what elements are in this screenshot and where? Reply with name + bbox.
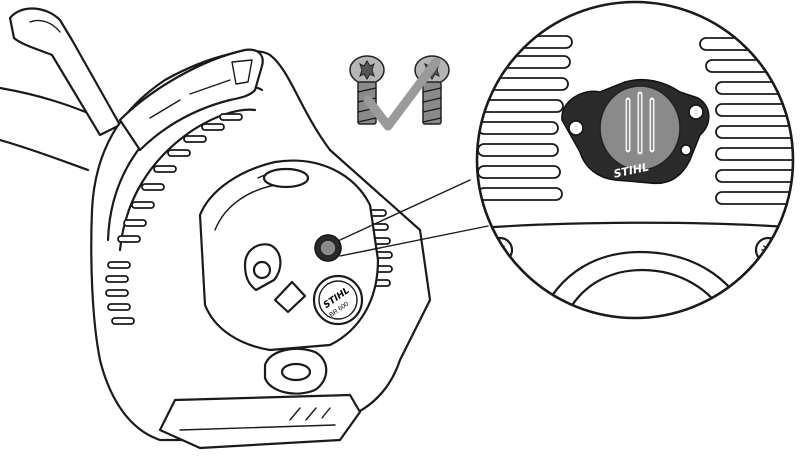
detail-leader-line [339, 179, 489, 257]
housing-badge: STIHL BR 600 [312, 274, 364, 326]
handle-grip [8, 7, 122, 137]
engine-cover [198, 159, 380, 352]
base-frame [158, 393, 362, 450]
checkmark-icon [363, 57, 441, 131]
blower-body: STIHL BR 600 [0, 7, 432, 450]
detail-fins-left [477, 35, 573, 201]
carry-handle [118, 48, 264, 152]
detail-magnifier: STIHL [475, 0, 795, 320]
detail-fins-right [699, 37, 793, 205]
fuel-cap-detail: STIHL [561, 78, 710, 185]
tank-cap-small [314, 234, 342, 262]
housing-vents [105, 113, 393, 325]
